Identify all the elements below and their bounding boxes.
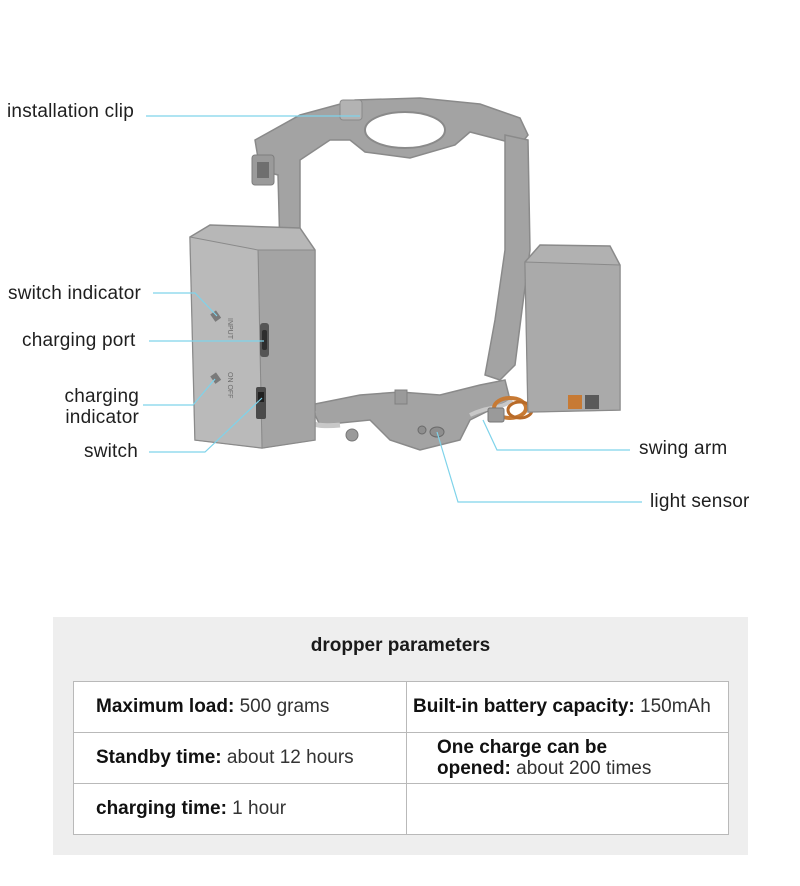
table-cell: Built-in battery capacity: 150mAh — [406, 681, 729, 733]
dropper-device-illustration: INPUT ON OFF — [189, 97, 621, 451]
parameters-table: Maximum load: 500 grams Built-in battery… — [73, 681, 729, 835]
parameters-title: dropper parameters — [310, 635, 491, 656]
table-cell: One charge can be opened: about 200 time… — [406, 732, 729, 784]
param-label-battery: Built-in battery capacity: — [413, 696, 635, 717]
label-switch: switch — [84, 441, 138, 462]
leader-switch-indicator — [153, 292, 218, 317]
param-value-charging-time: 1 hour — [226, 798, 287, 819]
base-bracket — [308, 379, 511, 451]
label-charging-indicator-line2: indicator — [65, 407, 139, 428]
label-charging-port: charging port — [22, 330, 136, 351]
switch-marking: ON OFF — [226, 372, 233, 398]
label-light-sensor: light sensor — [650, 491, 750, 512]
clip-latch — [339, 99, 363, 121]
label-swing-arm: swing arm — [639, 438, 728, 459]
port-marking: INPUT — [226, 318, 233, 340]
table-row: Standby time: about 12 hours One charge … — [73, 732, 729, 784]
param-label-charging-time: charging time: — [96, 798, 227, 819]
leader-switch — [149, 397, 263, 453]
param-label-charge-cycles-line1: One charge can be — [437, 737, 608, 758]
table-cell-empty — [406, 783, 729, 835]
charging-indicator-led — [210, 372, 222, 384]
battery-box: INPUT ON OFF — [189, 224, 316, 449]
label-charging-indicator-line1: charging — [64, 386, 139, 407]
param-value-max-load: 500 grams — [234, 696, 330, 717]
label-installation-clip: installation clip — [7, 101, 134, 122]
table-cell: charging time: 1 hour — [73, 783, 407, 835]
param-label-charge-cycles-line2: opened: — [437, 758, 511, 779]
param-value-battery: 150mAh — [634, 696, 711, 717]
param-label-standby: Standby time: — [96, 747, 222, 768]
product-diagram: INPUT ON OFF — [143, 97, 642, 503]
clip-ring-opening — [364, 111, 446, 149]
table-row: Maximum load: 500 grams Built-in battery… — [73, 681, 729, 733]
label-switch-indicator: switch indicator — [8, 283, 142, 304]
label-charging-indicator: charging indicator — [49, 386, 139, 428]
param-value-charge-cycles: about 200 times — [510, 758, 652, 779]
switch-indicator-led — [210, 310, 222, 322]
param-label-max-load: Maximum load: — [96, 696, 235, 717]
leader-swing-arm — [482, 419, 630, 451]
table-row: charging time: 1 hour — [73, 783, 729, 835]
table-cell: Maximum load: 500 grams — [73, 681, 407, 733]
leader-charging-indicator — [143, 378, 216, 406]
param-value-standby: about 12 hours — [221, 747, 354, 768]
release-box — [524, 244, 621, 413]
leader-lines — [143, 115, 642, 503]
table-cell: Standby time: about 12 hours — [73, 732, 407, 784]
leader-light-sensor — [436, 431, 642, 503]
right-frame-arm — [484, 134, 531, 381]
parameters-panel: dropper parameters Maximum load: 500 gra… — [53, 617, 748, 855]
